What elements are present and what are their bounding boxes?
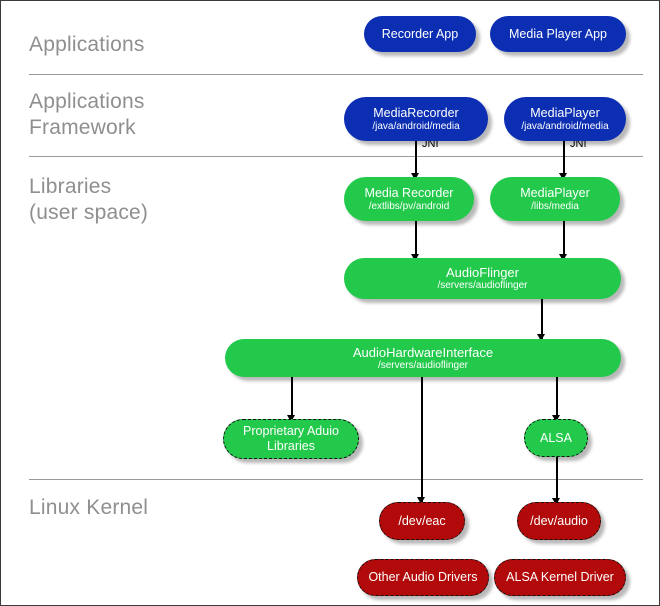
node-recorder-app[interactable]: Recorder App <box>364 16 476 52</box>
node-alsa[interactable]: ALSA <box>524 419 588 457</box>
node-audiohardwareinterface[interactable]: AudioHardwareInterface /servers/audiofli… <box>225 339 621 377</box>
node-mediaplayer-framework-title: MediaPlayer <box>530 105 600 120</box>
node-media-recorder-library[interactable]: Media Recorder /extlibs/pv/android <box>344 177 474 221</box>
connector-mediarecorderlib-to-audioflinger <box>415 221 417 259</box>
node-audiohardwareinterface-path: /servers/audioflinger <box>377 359 469 371</box>
connector-audioflinger-to-audiohardwareinterface <box>541 299 543 339</box>
node-audioflinger-path: /servers/audioflinger <box>437 280 528 291</box>
layer-label-linux-kernel: Linux Kernel <box>29 496 149 519</box>
edge-label-jni-left: JNI <box>422 138 439 150</box>
node-media-recorder-library-title: Media Recorder <box>364 185 454 200</box>
node-other-audio-drivers-title: Other Audio Drivers <box>368 570 478 584</box>
node-media-player-app-title: Media Player App <box>509 26 607 41</box>
connector-mediaplayerlib-to-audioflinger <box>563 221 565 259</box>
node-dev-eac-title: /dev/eac <box>398 513 446 528</box>
node-mediarecorder-framework[interactable]: MediaRecorder /java/android/media <box>344 97 488 141</box>
node-mediarecorder-framework-title: MediaRecorder <box>373 105 459 120</box>
arrowhead-mediaplayerlib-to-audioflinger <box>559 254 567 261</box>
node-audioflinger-title: AudioFlinger <box>446 265 519 280</box>
layer-label-applications-framework: Applications Framework <box>29 90 145 139</box>
connector-ahi-to-dev-eac <box>421 376 423 502</box>
connector-ahi-to-alsa <box>556 376 558 420</box>
arrowhead-ahi-to-dev-eac <box>417 497 425 504</box>
node-media-recorder-library-path: /extlibs/pv/android <box>368 200 450 212</box>
node-media-player-app[interactable]: Media Player App <box>490 16 626 52</box>
divider-framework <box>29 156 643 157</box>
node-alsa-title: ALSA <box>540 430 572 445</box>
connector-alsa-to-dev-audio <box>556 457 558 503</box>
node-dev-audio-title: /dev/audio <box>530 513 588 528</box>
node-other-audio-drivers[interactable]: Other Audio Drivers <box>357 559 489 596</box>
layer-label-applications: Applications <box>29 33 145 56</box>
connector-ahi-to-proprietary-libraries <box>291 376 293 420</box>
node-proprietary-audio-libraries[interactable]: Proprietary Aduio Libraries <box>223 419 359 459</box>
node-proprietary-audio-libraries-subtitle: Libraries <box>267 439 315 453</box>
arrowhead-mediarecorder-to-medialib <box>411 173 419 180</box>
node-dev-eac[interactable]: /dev/eac <box>379 502 465 540</box>
node-alsa-kernel-driver-title: ALSA Kernel Driver <box>506 570 614 584</box>
node-mediaplayer-framework[interactable]: MediaPlayer /java/android/media <box>504 97 626 141</box>
layer-label-libraries: Libraries (user space) <box>29 175 149 224</box>
node-mediaplayer-library-path: /libs/media <box>531 200 579 212</box>
node-audioflinger[interactable]: AudioFlinger /servers/audioflinger <box>344 258 621 299</box>
node-recorder-app-title: Recorder App <box>381 26 459 41</box>
node-dev-audio[interactable]: /dev/audio <box>517 502 601 540</box>
node-mediarecorder-framework-path: /java/android/media <box>372 120 460 132</box>
connector-mediaplayer-to-medialib <box>563 141 565 176</box>
node-mediaplayer-library-title: MediaPlayer <box>520 185 590 200</box>
arrowhead-mediaplayer-to-medialib <box>559 173 567 180</box>
edge-label-jni-right: JNI <box>570 138 587 150</box>
node-proprietary-audio-libraries-title: Proprietary Aduio <box>243 424 339 438</box>
node-alsa-kernel-driver[interactable]: ALSA Kernel Driver <box>494 559 626 596</box>
divider-kernel <box>29 479 643 480</box>
node-mediaplayer-framework-path: /java/android/media <box>521 120 609 132</box>
node-mediaplayer-library[interactable]: MediaPlayer /libs/media <box>490 177 620 221</box>
arrowhead-mediarecorderlib-to-audioflinger <box>411 254 419 261</box>
node-audiohardwareinterface-title: AudioHardwareInterface <box>352 344 494 360</box>
connector-mediarecorder-to-medialib <box>415 141 417 176</box>
divider-applications <box>29 74 643 75</box>
arrowhead-audioflinger-to-audiohardwareinterface <box>537 334 545 341</box>
